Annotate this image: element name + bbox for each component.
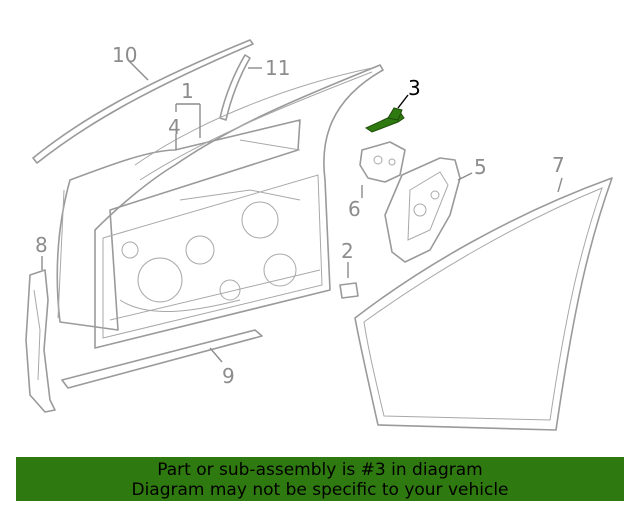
banner-line-2: Diagram may not be specific to your vehi…	[131, 480, 509, 500]
part-2-grommet: 2	[339, 239, 359, 299]
callout-7: 7	[552, 153, 565, 177]
callout-5: 5	[474, 155, 487, 179]
callout-1: 1	[181, 79, 194, 103]
part-6-hinge: 6	[348, 141, 406, 221]
part-1-door-shell	[94, 64, 384, 349]
part-8-pillar: 8	[25, 233, 56, 413]
part-4-outer-panel	[56, 119, 301, 331]
callout-3: 3	[408, 76, 421, 100]
part-3-bracket: 3	[364, 76, 421, 133]
callout-10: 10	[112, 43, 137, 67]
callout-9: 9	[222, 364, 235, 388]
callout-11: 11	[265, 56, 290, 80]
callout-2: 2	[341, 239, 354, 263]
callout-8: 8	[35, 233, 48, 257]
part-11-trim: 11	[219, 54, 290, 121]
parts-diagram: 10 11 1 4	[25, 39, 613, 431]
part-7-weatherstrip: 7	[354, 153, 613, 431]
callout-6: 6	[348, 197, 361, 221]
banner-line-1: Part or sub-assembly is #3 in diagram	[157, 460, 483, 480]
info-banner: Part or sub-assembly is #3 in diagram Di…	[16, 457, 624, 501]
callout-1-4-leaders: 1 4	[168, 79, 201, 150]
callout-4: 4	[168, 115, 181, 139]
part-9-rocker: 9	[61, 329, 263, 389]
part-5-lock-assembly: 5	[384, 155, 487, 263]
part-10-molding: 10	[32, 39, 254, 164]
